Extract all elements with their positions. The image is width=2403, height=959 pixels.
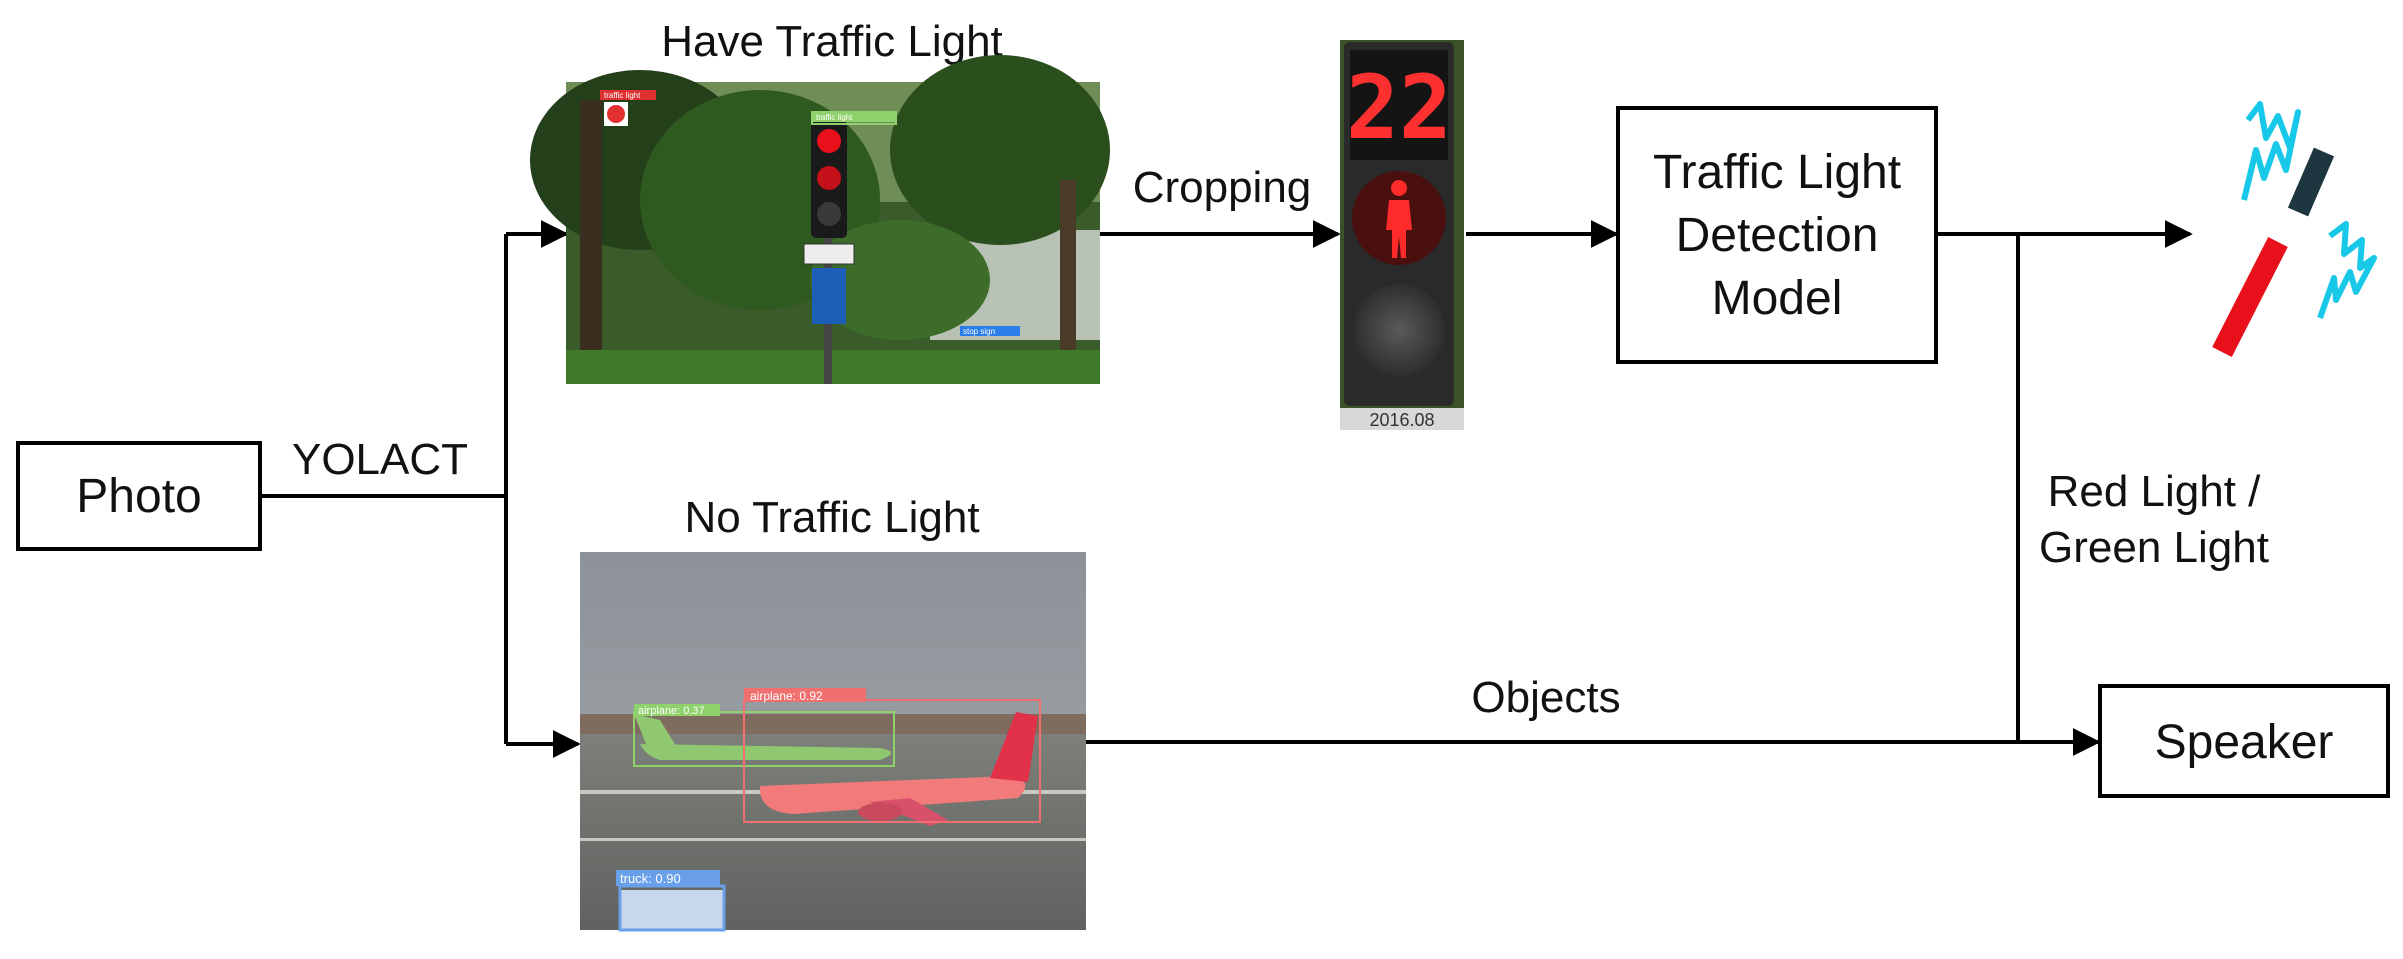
have-traffic-light-title: Have Traffic Light bbox=[661, 17, 1003, 66]
pedestrian-icon bbox=[1386, 180, 1412, 258]
detection-box bbox=[812, 112, 896, 122]
connectors bbox=[260, 220, 2193, 758]
detection-tag: traffic light bbox=[604, 91, 641, 100]
detection-model-node: Traffic Light Detection Model bbox=[1616, 106, 1938, 364]
detection-box bbox=[744, 688, 866, 702]
speaker-label: Speaker bbox=[2155, 716, 2334, 769]
detection-box bbox=[634, 704, 720, 716]
detection-tag: airplane: 0.37 bbox=[638, 705, 705, 717]
airplane-red bbox=[759, 776, 1026, 814]
stick-dark-segment bbox=[2287, 147, 2335, 217]
stick-red-segment bbox=[2212, 237, 2288, 357]
detection-tag: traffic light bbox=[816, 113, 853, 122]
light-state-label-line-1: Red Light / bbox=[2048, 467, 2262, 516]
yolact-label: YOLACT bbox=[292, 435, 468, 484]
crop-footer-text: 2016.08 bbox=[1369, 410, 1434, 430]
truck bbox=[620, 890, 724, 930]
vibration-mark-left bbox=[2241, 101, 2301, 201]
detection-model-label-line-1: Traffic Light bbox=[1653, 146, 1901, 199]
airplane-green bbox=[640, 744, 891, 760]
detection-tag: airplane: 0.92 bbox=[750, 689, 823, 703]
light-stick-icon bbox=[2212, 101, 2377, 357]
photo-node: Photo bbox=[16, 441, 262, 551]
detection-box bbox=[633, 711, 895, 767]
detection-tag: truck: 0.90 bbox=[620, 871, 681, 886]
detection-model-label-line-3: Model bbox=[1712, 272, 1843, 325]
have-traffic-light-photo: traffic light traffic light stop sign bbox=[530, 55, 1110, 384]
cropping-label: Cropping bbox=[1133, 163, 1312, 212]
detection-box bbox=[743, 699, 1041, 823]
light-state-label-line-2: Green Light bbox=[2039, 523, 2269, 572]
photo-label: Photo bbox=[76, 470, 201, 523]
detection-tag: stop sign bbox=[963, 327, 995, 336]
no-traffic-light-photo: airplane: 0.37 airplane: 0.92 truck: 0.9… bbox=[580, 552, 1086, 932]
detection-model-label-line-2: Detection bbox=[1676, 209, 1879, 262]
vibration-mark-right bbox=[2317, 221, 2377, 319]
detection-box bbox=[600, 90, 656, 100]
objects-label: Objects bbox=[1471, 673, 1620, 722]
countdown-display: 22 bbox=[1346, 56, 1452, 159]
traffic-signal-icon: 22 2016.08 bbox=[1340, 40, 1464, 430]
detection-box bbox=[616, 870, 720, 886]
no-traffic-light-title: No Traffic Light bbox=[684, 493, 979, 542]
speaker-node: Speaker bbox=[2098, 684, 2390, 798]
detection-box bbox=[960, 326, 1020, 336]
